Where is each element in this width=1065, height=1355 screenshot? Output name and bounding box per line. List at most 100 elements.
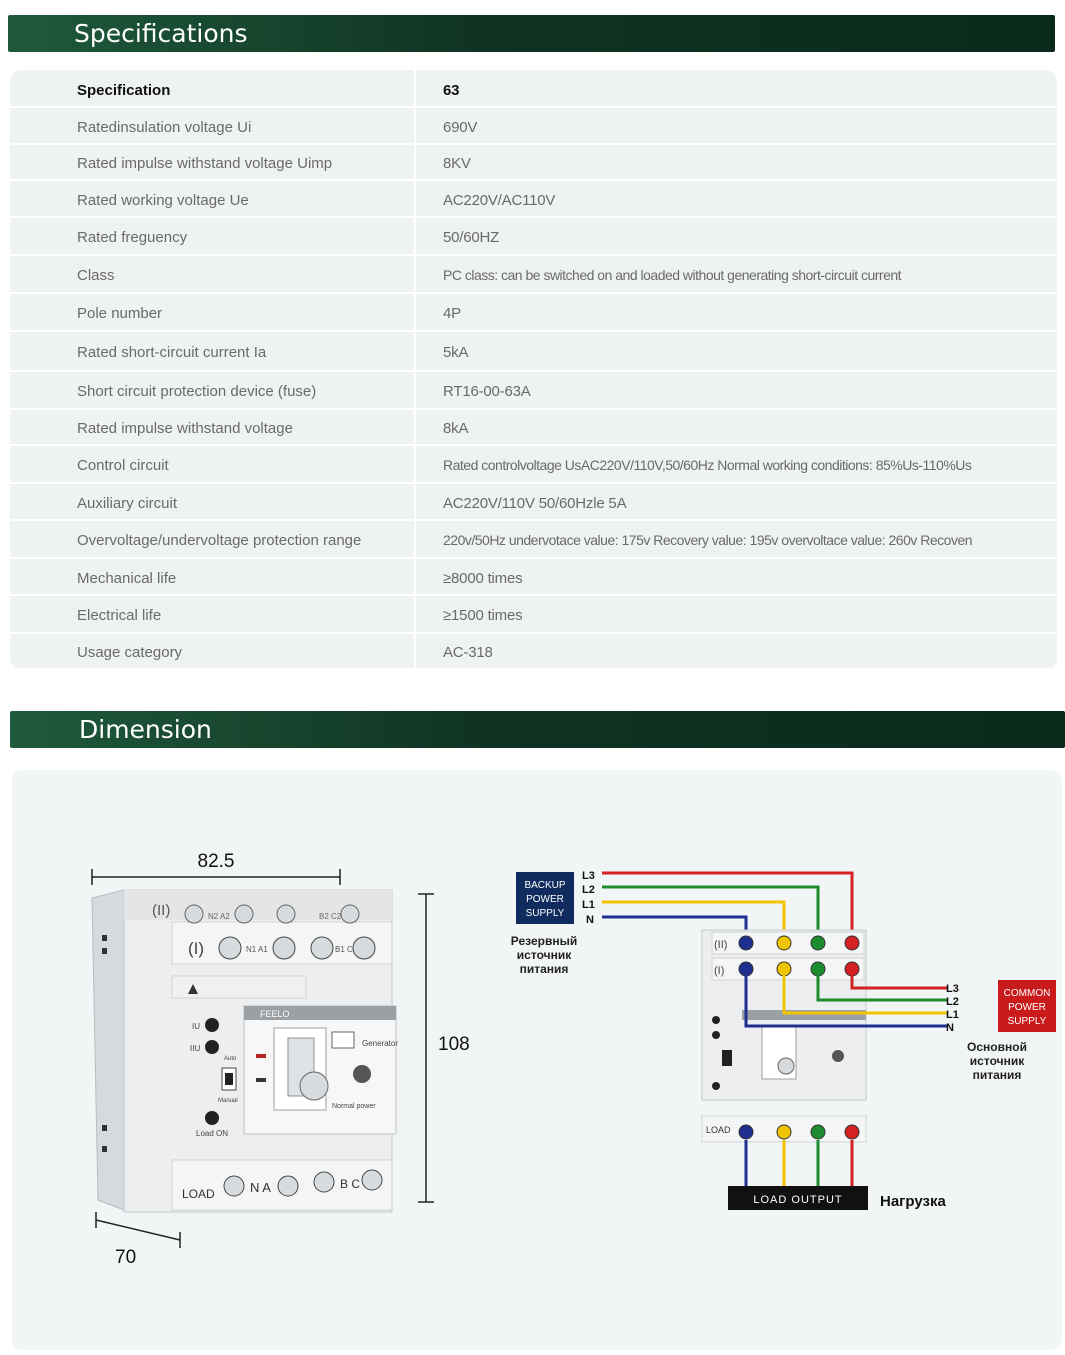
spec-value: 5kA bbox=[443, 344, 469, 361]
width-value: 82.5 bbox=[198, 851, 235, 872]
normal-power-label: Normal power bbox=[332, 1103, 376, 1110]
common-line-n: N bbox=[946, 1022, 954, 1034]
common-power-box bbox=[998, 980, 1056, 1032]
load-on-label: Load ON bbox=[196, 1129, 228, 1138]
auto-label: Auto bbox=[224, 1056, 237, 1062]
spec-key: Rated working voltage Ue bbox=[77, 192, 249, 209]
backup-ru-line-2: источник bbox=[517, 948, 572, 962]
backup-line-l2: L2 bbox=[582, 884, 595, 896]
dimension-panel: 82.5 108 70 bbox=[12, 770, 1062, 1350]
backup-ru-line-3: питания bbox=[520, 962, 569, 976]
spec-header-key: Specification bbox=[77, 82, 171, 99]
common-box-line-1: COMMON bbox=[1004, 988, 1051, 999]
spec-table-header: Specification 63 bbox=[10, 70, 1057, 108]
spec-row: Control circuit Rated controlvoltage UsAC… bbox=[10, 446, 1057, 484]
common-ru-line-2: источник bbox=[970, 1054, 1025, 1068]
spec-key: Pole number bbox=[77, 305, 163, 322]
width-dimension: 82.5 bbox=[91, 851, 341, 885]
backup-line-n: N bbox=[586, 914, 594, 926]
wiring-diagram: BACKUP POWER SUPPLY Резервный источник п… bbox=[511, 870, 1056, 1210]
spec-value: 4P bbox=[443, 305, 461, 322]
indicator-iu-label: IU bbox=[192, 1022, 200, 1031]
spec-value: Rated controlvoltage UsAC220V/110V,50/60… bbox=[443, 457, 972, 473]
terminal-b2c2-label: B2 C2 bbox=[319, 912, 342, 921]
common-ru-line-1: Основной bbox=[967, 1040, 1027, 1054]
generator-label: Generator bbox=[362, 1039, 398, 1048]
spec-value: ≥8000 times bbox=[443, 570, 523, 587]
spec-key: Electrical life bbox=[77, 607, 162, 624]
spec-row: Rated short-circuit current Ia 5kA bbox=[10, 332, 1057, 372]
spec-value: AC220V/AC110V bbox=[443, 192, 556, 209]
common-box-line-2: POWER bbox=[1008, 1002, 1046, 1013]
specifications-title: Specifications bbox=[74, 19, 248, 48]
spec-value: ≥1500 times bbox=[443, 607, 523, 624]
depth-value: 70 bbox=[115, 1247, 136, 1268]
backup-ru-line-1: Резервный bbox=[511, 934, 577, 948]
load-ru-label: Нагрузка bbox=[880, 1193, 946, 1210]
height-value: 108 bbox=[438, 1034, 470, 1055]
common-ru-line-3: питания bbox=[973, 1068, 1022, 1082]
manual-label: Manual bbox=[218, 1098, 238, 1104]
spec-key: Overvoltage/undervoltage protection rang… bbox=[77, 532, 362, 549]
common-line-l3: L3 bbox=[946, 983, 959, 995]
svg-text:LOAD: LOAD bbox=[706, 1125, 731, 1135]
svg-text:(II): (II) bbox=[714, 939, 727, 951]
spec-key: Rated short-circuit current Ia bbox=[77, 344, 267, 361]
spec-header-value: 63 bbox=[443, 82, 460, 99]
spec-key: Control circuit bbox=[77, 457, 169, 474]
specifications-banner: Specifications bbox=[8, 15, 1055, 52]
spec-key: Ratedinsulation voltage Ui bbox=[77, 119, 252, 136]
common-box-line-3: SUPPLY bbox=[1008, 1016, 1047, 1027]
spec-key: Usage category bbox=[77, 644, 183, 661]
terminal-row-1-label: (I) bbox=[188, 939, 204, 958]
spec-value: AC220V/110V 50/60Hzle 5A bbox=[443, 495, 627, 512]
spec-key: Short circuit protection device (fuse) bbox=[77, 383, 317, 400]
spec-row: Short circuit protection device (fuse)RT… bbox=[10, 372, 1057, 410]
spec-row: Overvoltage/undervoltage protection rang… bbox=[10, 521, 1057, 559]
dimension-figure: 82.5 108 70 bbox=[91, 851, 1056, 1268]
bottom-bc-label: B C bbox=[340, 1177, 360, 1191]
bottom-load-label: LOAD bbox=[182, 1187, 215, 1201]
dimension-banner: Dimension bbox=[10, 711, 1065, 748]
spec-row: Ratedinsulation voltage Ui 690V bbox=[10, 108, 1057, 145]
load-output-label: LOAD OUTPUT bbox=[753, 1194, 842, 1206]
svg-text:(I): (I) bbox=[714, 965, 724, 977]
spec-value: 220v/50Hz undervotace value: 175v Recove… bbox=[443, 532, 973, 548]
depth-dimension: 70 bbox=[95, 1212, 181, 1268]
terminal-row-2-label: (II) bbox=[152, 902, 170, 919]
spec-row: Auxiliary circuit AC220V/110V 50/60Hzle 5… bbox=[10, 484, 1057, 521]
spec-row: Usage category AC-318 bbox=[10, 634, 1057, 670]
spec-table: Specification 63 Ratedinsulation voltage… bbox=[10, 70, 1057, 670]
device-illustration: (II) N2 A2 B2 C2 (I) N1 A1 B1 C1 FEELO bbox=[91, 889, 398, 1213]
spec-key: Mechanical life bbox=[77, 570, 177, 587]
height-dimension: 108 bbox=[418, 893, 470, 1203]
spec-key: Class bbox=[77, 267, 115, 284]
spec-row: Mechanical life ≥8000 times bbox=[10, 559, 1057, 596]
spec-key: Rated impulse withstand voltage bbox=[77, 420, 293, 437]
backup-box-line-1: BACKUP bbox=[524, 880, 565, 891]
spec-key: Auxiliary circuit bbox=[77, 495, 178, 512]
terminal-n1a1-label: N1 A1 bbox=[246, 945, 268, 954]
common-line-l2: L2 bbox=[946, 996, 959, 1008]
load-output-box bbox=[728, 1186, 868, 1210]
spec-row: Pole number 4P bbox=[10, 294, 1057, 332]
spec-row: Rated working voltage Ue AC220V/AC110V bbox=[10, 181, 1057, 218]
spec-row: Electrical life ≥1500 times bbox=[10, 596, 1057, 634]
bottom-na-label: N A bbox=[250, 1180, 271, 1195]
spec-value: 50/60HZ bbox=[443, 229, 500, 246]
spec-row: Rated freguency 50/60HZ bbox=[10, 218, 1057, 256]
spec-value: 690V bbox=[443, 119, 478, 136]
terminal-n2a2-label: N2 A2 bbox=[208, 912, 230, 921]
spec-value: AC-318 bbox=[443, 644, 493, 661]
spec-value: 8KV bbox=[443, 155, 471, 172]
spec-key: Rated impulse withstand voltage Uimp bbox=[77, 155, 333, 172]
backup-box-line-3: SUPPLY bbox=[526, 908, 565, 919]
dimension-title: Dimension bbox=[79, 715, 212, 744]
indicator-iiu-label: IIU bbox=[190, 1044, 200, 1053]
spec-key: Rated freguency bbox=[77, 229, 188, 246]
brand-label: FEELO bbox=[260, 1009, 290, 1019]
common-line-l1: L1 bbox=[946, 1009, 959, 1021]
spec-row: Rated impulse withstand voltage Uimp 8KV bbox=[10, 145, 1057, 181]
